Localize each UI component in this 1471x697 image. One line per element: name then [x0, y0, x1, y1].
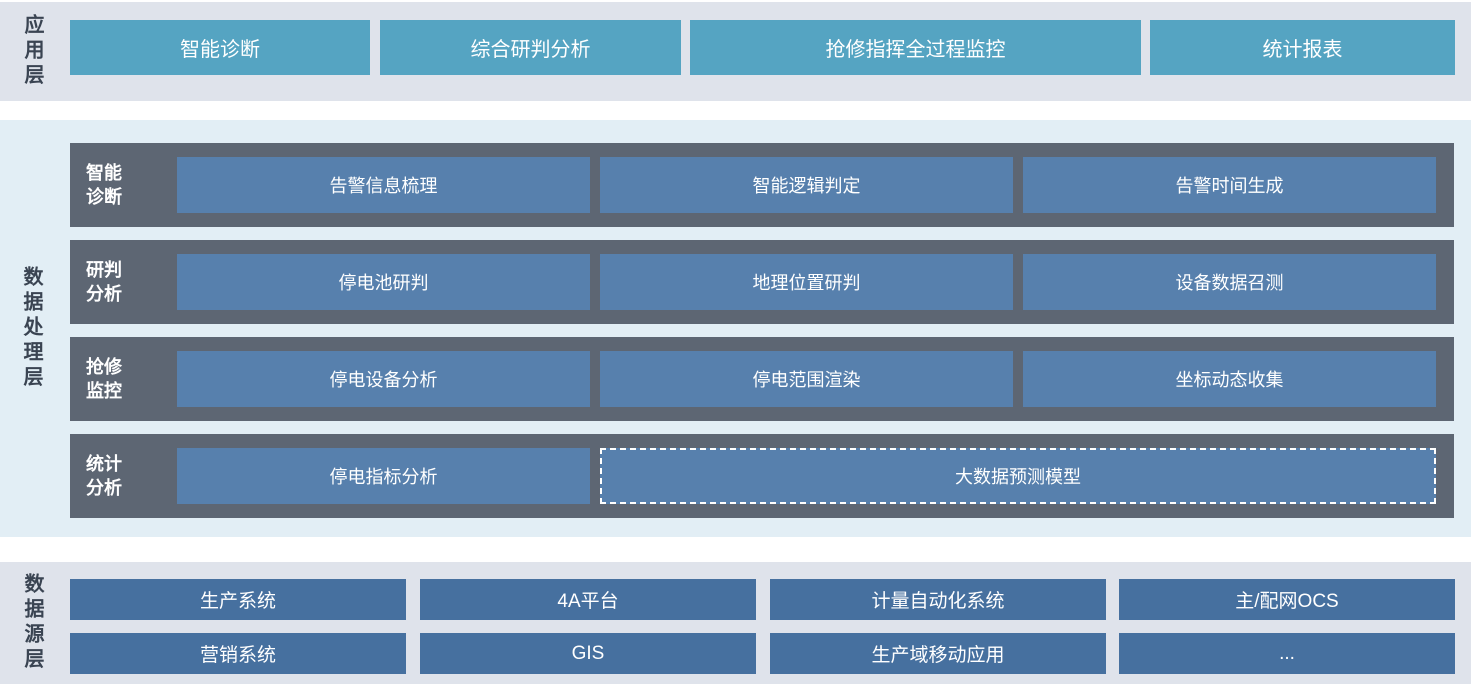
proc-block-outage-equipment-analysis: 停电设备分析: [177, 351, 590, 407]
source-block-ellipsis: ...: [1119, 633, 1455, 674]
source-block-4a-platform: 4A平台: [420, 579, 756, 620]
processing-row-repair-monitoring: 抢修 监控 停电设备分析 停电范围渲染 坐标动态收集: [70, 337, 1454, 421]
app-block-statistical-reports: 统计报表: [1150, 20, 1455, 75]
proc-block-outage-battery-analysis: 停电池研判: [177, 254, 590, 310]
row-label-line2: 诊断: [86, 187, 122, 207]
data-processing-layer-band: 数据处理层 智能 诊断 告警信息梳理 智能逻辑判定 告警时间生成 研判 分析 停…: [0, 120, 1471, 537]
proc-block-alarm-time-generation: 告警时间生成: [1023, 157, 1436, 213]
proc-block-device-data-recall: 设备数据召测: [1023, 254, 1436, 310]
row-label-analysis: 研判 分析: [86, 240, 174, 324]
data-processing-layer-label: 数据处理层: [20, 266, 42, 391]
row-label-line1: 智能: [86, 162, 122, 183]
row-label-line2: 监控: [86, 381, 122, 401]
row-label-line1: 抢修: [86, 356, 122, 377]
app-block-repair-command-monitoring: 抢修指挥全过程监控: [690, 20, 1141, 75]
processing-row-statistical-analysis: 统计 分析 停电指标分析 大数据预测模型: [70, 434, 1454, 518]
row-label-intelligent-diagnosis: 智能 诊断: [86, 143, 174, 227]
row-label-statistical-analysis: 统计 分析: [86, 434, 174, 518]
source-block-main-distribution-ocs: 主/配网OCS: [1119, 579, 1455, 620]
app-block-intelligent-diagnosis: 智能诊断: [70, 20, 370, 75]
proc-block-alarm-info-sorting: 告警信息梳理: [177, 157, 590, 213]
source-block-production-mobile-app: 生产域移动应用: [770, 633, 1106, 674]
source-block-production-system: 生产系统: [70, 579, 406, 620]
source-block-gis: GIS: [420, 633, 756, 674]
data-source-layer-label: 数据源层: [21, 573, 43, 673]
processing-row-intelligent-diagnosis: 智能 诊断 告警信息梳理 智能逻辑判定 告警时间生成: [70, 143, 1454, 227]
row-label-repair-monitoring: 抢修 监控: [86, 337, 174, 421]
row-label-line1: 统计: [86, 453, 122, 474]
application-layer-label: 应用层: [21, 14, 43, 89]
app-block-comprehensive-analysis: 综合研判分析: [380, 20, 681, 75]
row-label-line1: 研判: [86, 259, 122, 280]
proc-block-outage-indicator-analysis: 停电指标分析: [177, 448, 590, 504]
processing-row-analysis: 研判 分析 停电池研判 地理位置研判 设备数据召测: [70, 240, 1454, 324]
source-block-metering-automation-system: 计量自动化系统: [770, 579, 1106, 620]
source-block-marketing-system: 营销系统: [70, 633, 406, 674]
proc-block-geographic-location-analysis: 地理位置研判: [600, 254, 1013, 310]
proc-block-outage-range-rendering: 停电范围渲染: [600, 351, 1013, 407]
data-source-layer-band: 数据源层 生产系统 4A平台 计量自动化系统 主/配网OCS 营销系统 GIS …: [0, 562, 1471, 684]
proc-block-coordinate-dynamic-collection: 坐标动态收集: [1023, 351, 1436, 407]
proc-block-intelligent-logic-judgment: 智能逻辑判定: [600, 157, 1013, 213]
row-label-line2: 分析: [86, 284, 122, 304]
application-layer-band: 应用层 智能诊断 综合研判分析 抢修指挥全过程监控 统计报表: [0, 2, 1471, 101]
row-label-line2: 分析: [86, 478, 122, 498]
proc-block-big-data-prediction-model: 大数据预测模型: [600, 448, 1436, 504]
